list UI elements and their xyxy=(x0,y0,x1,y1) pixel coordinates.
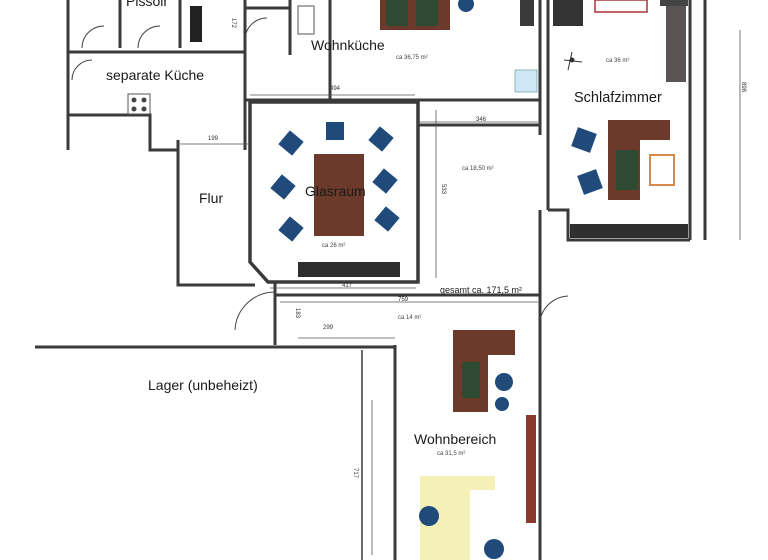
area-label-wohnbereich: ca 31,5 m² xyxy=(437,451,466,457)
dimension-label: 533 xyxy=(440,183,447,195)
dimension-label: 494 xyxy=(330,86,341,92)
stove-icon xyxy=(127,93,151,115)
dimension-label: 717 xyxy=(352,467,359,479)
conference-table xyxy=(314,154,364,236)
dimension-lines xyxy=(180,30,741,555)
chair-icon xyxy=(419,506,439,526)
dimension-label: 346 xyxy=(476,117,487,123)
area-label-mittelraum: ca 18,50 m² xyxy=(462,166,494,172)
dimension-label: 898 xyxy=(740,81,747,93)
dimension-label: 199 xyxy=(208,136,219,142)
door-swings xyxy=(71,17,569,331)
chair-icon xyxy=(553,0,583,26)
room-label-lager: Lager (unbeheizt) xyxy=(148,377,258,393)
sideboard xyxy=(298,262,400,277)
wc-cabinet xyxy=(190,6,202,42)
side-table xyxy=(649,154,675,186)
chair-icon xyxy=(571,127,597,153)
conference-chairs xyxy=(270,122,400,242)
dimension-label: 183 xyxy=(294,307,301,319)
stove-burner xyxy=(131,97,137,103)
room-label-separate-kueche: separate Küche xyxy=(106,67,205,83)
desk-top xyxy=(416,0,438,26)
room-label-wohnkueche: Wohnküche xyxy=(311,37,385,53)
wardrobe xyxy=(666,6,686,82)
desk-top xyxy=(386,0,408,26)
kitchen-stove-icon xyxy=(297,5,315,35)
dimension-label: 172 xyxy=(230,17,237,29)
area-label-wohnkueche: ca 36,75 m² xyxy=(396,55,428,61)
shelf xyxy=(526,415,536,523)
walls xyxy=(35,0,707,560)
area-label-schlafzimmer: ca 36 m² xyxy=(606,58,630,64)
stove-burner xyxy=(131,106,137,112)
area-label-diele: ca 14 m² xyxy=(398,315,422,321)
yellow-desk xyxy=(420,476,495,560)
desk-top xyxy=(616,150,638,190)
dimension-label: 759 xyxy=(398,297,409,303)
chair-icon xyxy=(458,0,474,12)
area-label-glasraum: ca 26 m² xyxy=(322,243,346,249)
bed-icon xyxy=(594,0,648,13)
room-label-schlafzimmer: Schlafzimmer xyxy=(574,90,662,106)
ceiling-fan-icon xyxy=(563,51,583,71)
chair-icon xyxy=(514,69,538,93)
room-label-wohnbereich: Wohnbereich xyxy=(414,431,497,447)
chair-icon xyxy=(495,397,509,411)
stove-burner xyxy=(141,97,147,103)
dimension-label: 299 xyxy=(323,325,334,331)
chair-icon xyxy=(577,169,603,195)
total-area-label: gesamt ca. 171,5 m² xyxy=(440,285,523,295)
chair-icon xyxy=(484,539,504,559)
cabinet xyxy=(520,0,534,26)
stove-burner xyxy=(141,106,147,112)
chair-icon xyxy=(495,373,513,391)
desk-top xyxy=(462,362,480,398)
room-label-pissoir: Pissoir xyxy=(126,0,169,9)
room-label-flur: Flur xyxy=(199,190,224,206)
dimension-label: 417 xyxy=(342,283,353,289)
counter-bar xyxy=(570,224,688,238)
room-label-glasraum: Glasraum xyxy=(305,183,366,199)
shelf xyxy=(660,0,688,6)
